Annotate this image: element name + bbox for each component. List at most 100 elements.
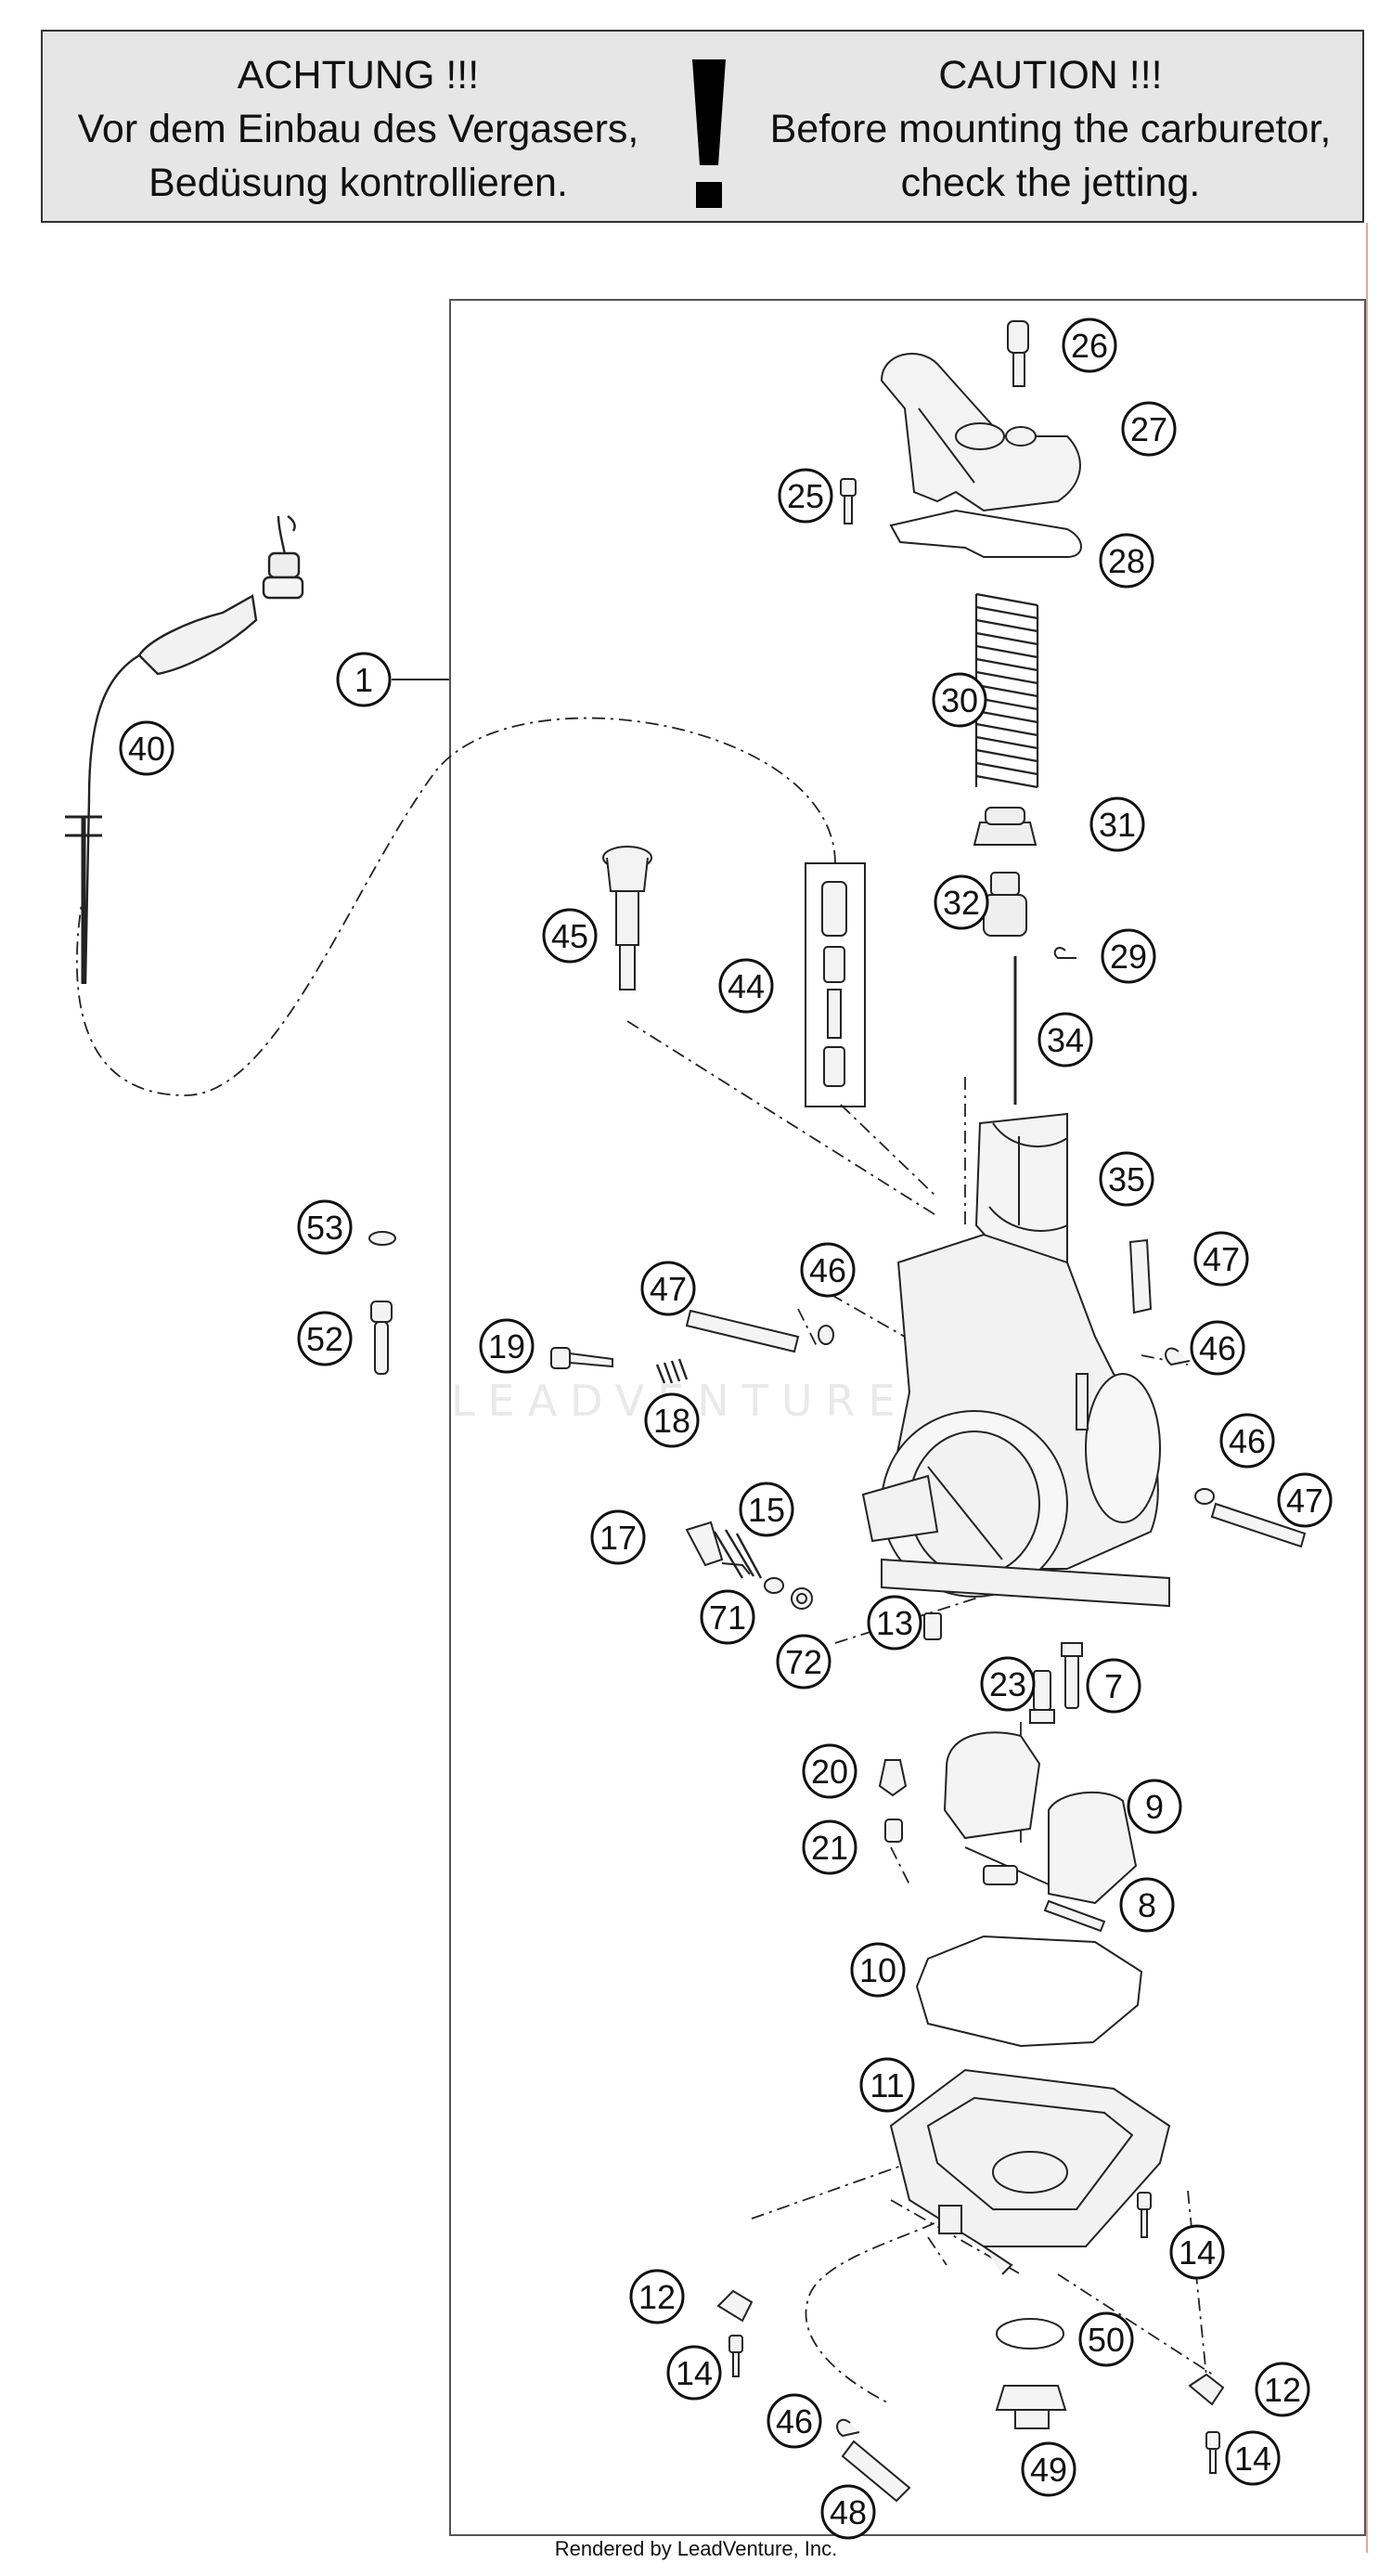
callout-53: 53 [297,1199,353,1255]
callout-circle [590,1509,646,1565]
callout-44: 44 [718,958,774,1014]
callout-20: 20 [802,1743,857,1799]
callout-23: 23 [980,1656,1036,1712]
callout-circle [297,1199,353,1255]
callout-circle [640,1261,696,1316]
callout-circle [1121,401,1177,457]
callout-label: 28 [1108,542,1145,580]
caution-english: CAUTION !!! Before mounting the carburet… [754,48,1347,210]
callout-circle [1127,1779,1182,1834]
assembly-frame [449,299,1366,2536]
callout-11: 11 [859,2057,915,2113]
callout-circle [119,720,174,776]
caution-german-title: ACHTUNG !!! [237,53,480,97]
callout-label: 47 [1286,1482,1323,1520]
callout-label: 20 [811,1753,848,1791]
callout-circle [1119,1877,1175,1933]
callout-18: 18 [644,1392,700,1448]
callout-12: 12 [629,2269,685,2324]
callout-25: 25 [778,468,833,524]
callout-14: 14 [1169,2224,1225,2280]
callout-31: 31 [1089,796,1145,852]
callout-label: 1 [354,661,373,699]
callout-32: 32 [934,874,989,930]
callout-45: 45 [542,908,598,964]
callout-circle [700,1589,755,1645]
callout-label: 46 [1199,1329,1236,1367]
callout-label: 25 [787,477,824,515]
callout-label: 34 [1047,1021,1084,1059]
callout-label: 14 [1234,2440,1271,2478]
callout-label: 13 [876,1604,913,1642]
callout-circle [629,2269,685,2324]
pins-and-clips [685,1238,1307,1548]
callout-circle [778,468,833,524]
callout-label: 14 [676,2354,713,2392]
callout-circle [767,2393,822,2449]
slide-spring [974,592,1039,789]
callout-circle [1101,928,1156,984]
callout-circle [867,1595,922,1650]
callout-label: 40 [128,730,165,768]
callout-circle [776,1634,831,1689]
callout-50: 50 [1078,2311,1134,2367]
callout-circle [802,1743,857,1799]
callout-label: 47 [650,1270,687,1308]
callout-47: 47 [640,1261,696,1316]
callout-label: 19 [488,1327,525,1366]
callout-34: 34 [1038,1012,1093,1068]
callout-71: 71 [700,1589,755,1645]
callout-label: 7 [1104,1667,1123,1705]
callout-circle [932,672,987,728]
callout-circle [1089,796,1145,852]
callout-label: 50 [1088,2321,1125,2359]
float-assembly [943,1731,1138,1905]
callout-label: 49 [1030,2451,1067,2489]
callout-27: 27 [1121,401,1177,457]
spring-seat [973,807,1038,846]
callout-label: 31 [1099,806,1136,844]
float-bowl-gasket [915,1935,1143,2048]
callout-circle [802,1819,857,1875]
throttle-cable [65,515,304,985]
callout-46: 46 [1190,1320,1245,1376]
callout-label: 29 [1110,938,1147,976]
caution-german-line2: Bedüsung kontrollieren. [148,161,568,205]
o-ring [996,2318,1064,2349]
callout-circle [859,2057,915,2113]
callout-47: 47 [1193,1231,1249,1287]
callout-10: 10 [850,1942,906,1998]
callout-label: 23 [989,1665,1026,1703]
callout-circle [1099,1151,1154,1207]
callout-14: 14 [1225,2430,1281,2486]
callout-label: 44 [728,967,765,1005]
callout-circle [1099,533,1154,589]
callout-7: 7 [1086,1658,1141,1714]
needle-clip-holder [983,872,1027,937]
caution-german: ACHTUNG !!! Vor dem Einbau des Vergasers… [61,48,655,210]
callout-9: 9 [1127,1779,1182,1834]
caution-english-line1: Before mounting the carburetor, [769,107,1332,151]
callout-46: 46 [1219,1413,1275,1469]
callout-label: 52 [306,1320,343,1358]
callout-label: 35 [1108,1160,1145,1198]
page-edge-line [1366,223,1368,2553]
callout-circle [1038,1012,1093,1068]
overflow-tube [836,2418,911,2503]
callout-label: 26 [1071,327,1108,365]
callout-26: 26 [1062,317,1117,373]
callout-circle [739,1482,794,1537]
callout-circle [1219,1413,1275,1469]
callout-label: 9 [1145,1788,1164,1826]
callout-circle [666,2345,722,2401]
callout-35: 35 [1099,1151,1154,1207]
bowl-clamps [716,2192,1225,2474]
callout-circle [542,908,598,964]
callout-circle [980,1656,1036,1712]
choke-parts [805,862,866,1107]
callout-circle [1225,2430,1281,2486]
vent-screw [1007,320,1029,387]
caution-banner: ACHTUNG !!! Vor dem Einbau des Vergasers… [41,30,1364,223]
